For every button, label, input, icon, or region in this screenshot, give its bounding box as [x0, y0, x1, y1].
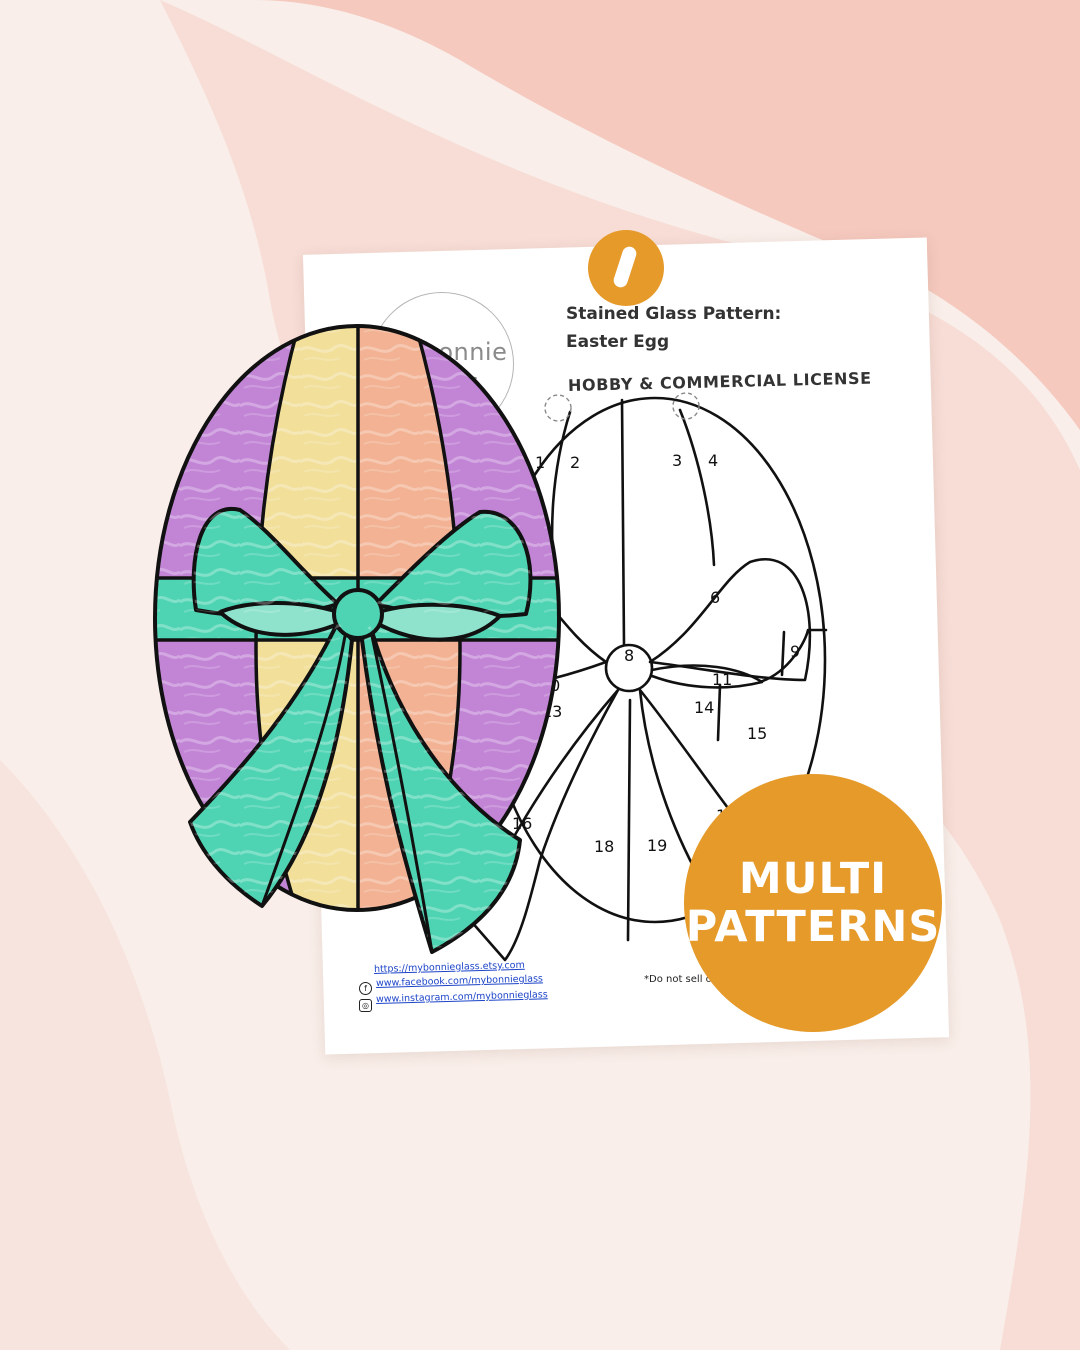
badge-line-1: MULTI — [738, 854, 888, 904]
piece-number: 6 — [710, 588, 721, 607]
pattern-tail-divider — [626, 698, 632, 942]
resale-notice: *Do not sell o — [644, 974, 712, 985]
piece-number: 14 — [694, 698, 715, 717]
background-blob-bottom — [0, 760, 290, 1350]
piece-number: 3 — [672, 451, 683, 470]
piece-number: 19 — [647, 836, 668, 855]
pattern-subtitle: Easter Egg — [566, 332, 670, 352]
egg-outline — [153, 324, 561, 912]
piece-number: 11 — [712, 670, 733, 689]
piece-number: 2 — [570, 453, 581, 472]
pattern-band-right — [758, 628, 828, 684]
pattern-bow-loop-right — [648, 558, 812, 682]
pattern-bow-knot — [604, 643, 654, 693]
background-blob-dark — [255, 0, 1080, 430]
piece-number: 1 — [535, 453, 546, 472]
piece-number: 8 — [624, 646, 635, 665]
piece-number: 4 — [708, 451, 719, 470]
pattern-inner-loop-right — [650, 664, 764, 689]
multi-patterns-badge: MULTI PATTERNS — [684, 774, 942, 1032]
piece-number: 16 — [512, 814, 533, 833]
pattern-stripe-right — [678, 408, 716, 567]
instagram-icon: ◎ — [359, 999, 372, 1012]
piece-number: 18 — [594, 837, 615, 856]
piece-number: 9 — [790, 642, 801, 661]
pattern-tail-left — [468, 688, 620, 962]
pattern-divider-14 — [716, 683, 722, 742]
badge-text: MULTI PATTERNS — [686, 855, 941, 951]
pattern-stripe-center — [620, 398, 626, 647]
facebook-icon: f — [359, 982, 372, 995]
pushpin — [588, 230, 664, 306]
piece-number: 15 — [747, 724, 768, 743]
badge-line-2: PATTERNS — [685, 902, 941, 952]
pattern-hanger-hole-left — [544, 394, 572, 422]
pattern-hanger-hole-right — [672, 392, 700, 420]
pattern-divider-9 — [780, 630, 786, 677]
pattern-title: Stained Glass Pattern: — [566, 304, 782, 324]
